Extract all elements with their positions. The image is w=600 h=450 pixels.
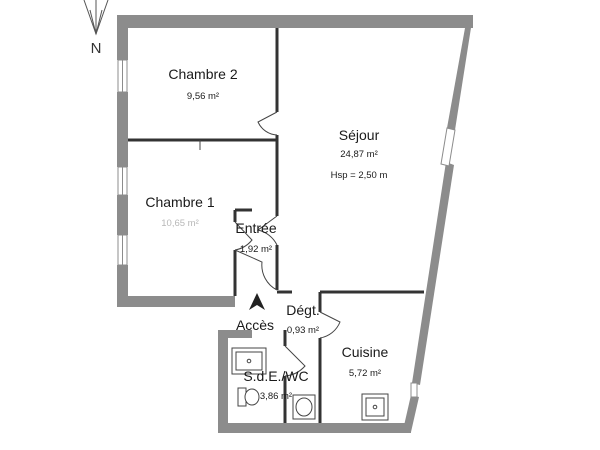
interior-walls: [128, 28, 424, 423]
room-area-degt: 0,93 m²: [286, 325, 320, 336]
shower-icon: [231, 347, 267, 375]
room-area-chambre-1: 10,65 m²: [161, 218, 199, 229]
room-height-sejour: Hsp = 2,50 m: [330, 170, 388, 181]
exterior-walls: [117, 15, 473, 433]
left-windows: [117, 59, 128, 266]
room-area-sde-wc: 3,86 m²: [259, 391, 293, 402]
room-name-cuisine: Cuisine: [341, 344, 389, 360]
compass-icon: [83, 0, 109, 36]
room-area-chambre-2: 9,56 m²: [186, 91, 220, 102]
room-name-degt: Dégt.: [286, 302, 320, 318]
sink-icon: [292, 394, 316, 420]
room-name-chambre-1: Chambre 1: [145, 194, 215, 210]
room-name-sejour: Séjour: [338, 127, 380, 143]
access-label: Accès: [235, 317, 275, 333]
access-arrow-icon: [249, 293, 265, 310]
room-area-sejour: 24,87 m²: [340, 149, 378, 160]
room-name-sde-wc: S.d.E./WC: [243, 368, 309, 384]
room-name-entree: Entrée: [235, 220, 277, 236]
kitchen-sink-icon: [361, 393, 389, 421]
toilet-icon: [237, 387, 260, 407]
room-area-cuisine: 5,72 m²: [348, 368, 382, 379]
room-name-chambre-2: Chambre 2: [168, 66, 238, 82]
compass-label: N: [90, 40, 102, 57]
door-swings: [199, 111, 341, 377]
room-area-entree: 1,92 m²: [239, 244, 273, 255]
